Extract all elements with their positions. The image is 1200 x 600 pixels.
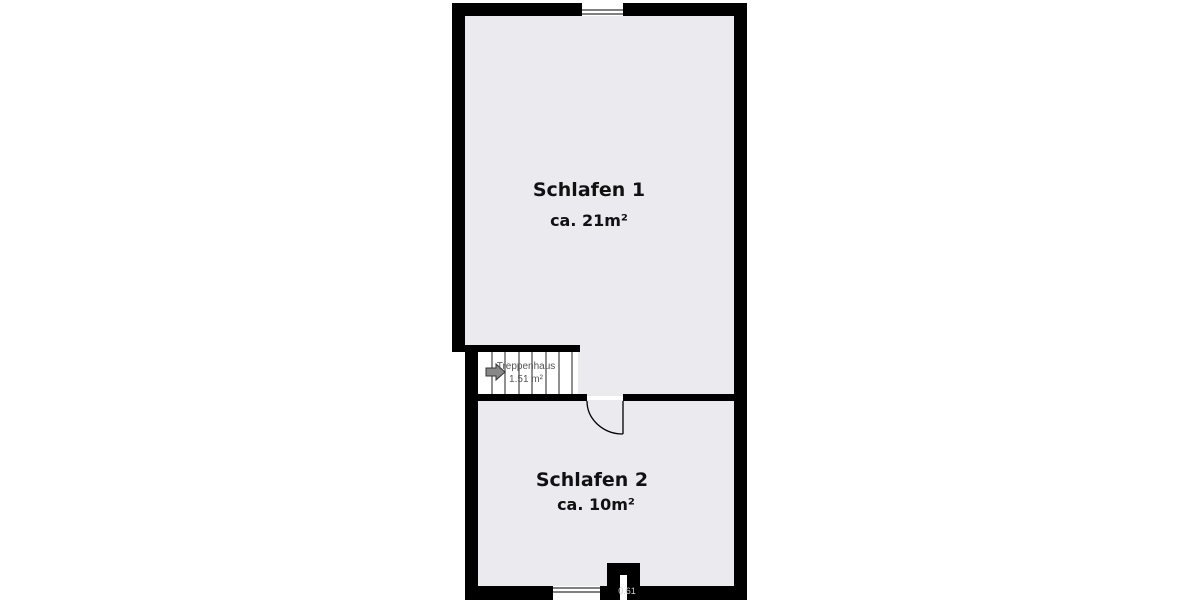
wall-left-lower [465,345,478,600]
stair-direction-arrow-icon [485,362,506,382]
floor-schlafen-2 [478,400,734,586]
room-name-schlafen-1: Schlafen 1 [533,179,645,201]
window-top [582,3,623,16]
room-area-schlafen-1: ca. 21m² [550,211,628,230]
door [586,400,624,435]
room-area-schlafen-2: ca. 10m² [557,495,635,514]
treppenhaus-label: Treppenhaus [497,361,556,372]
wall-middle-left [465,394,587,401]
floor-schlafen-1 [465,16,734,396]
wall-bottom [465,586,747,600]
wall-right [734,3,747,600]
treppenhaus-area: 1.51 m² [509,374,544,385]
stairs [491,352,573,394]
dimension-label: 0.61 [618,586,636,596]
wall-stair-top [452,345,580,352]
room-name-schlafen-2: Schlafen 2 [536,469,648,491]
wall-left-upper [452,3,465,352]
window-bottom [553,586,600,600]
wall-middle-right [623,394,747,401]
chimney-flue [620,575,627,600]
